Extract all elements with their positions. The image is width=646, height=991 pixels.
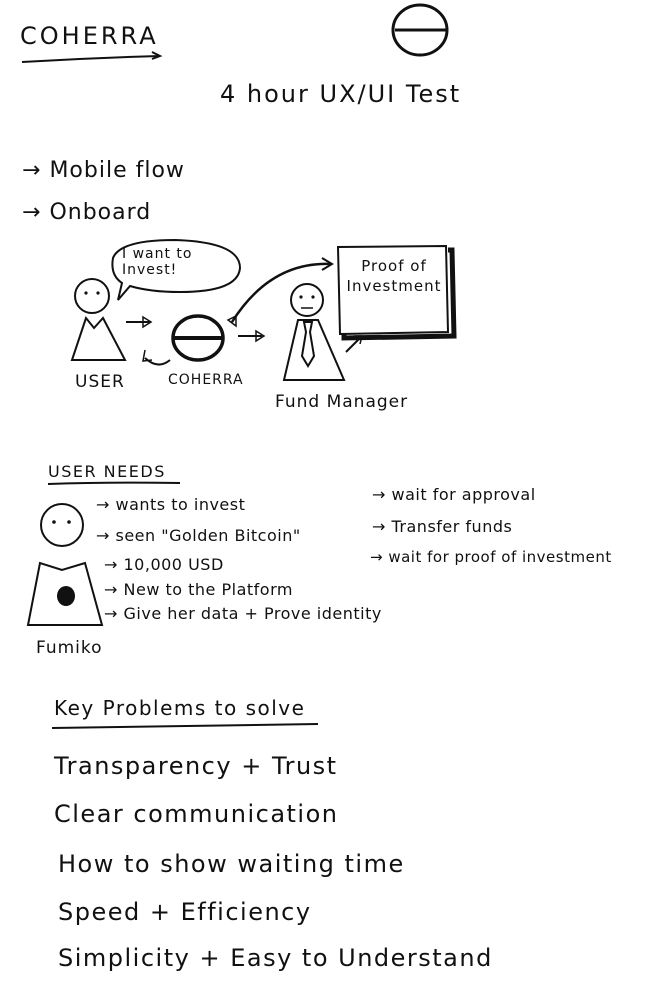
persona-fumiko-icon (26, 503, 104, 626)
need-text: wait for approval (391, 485, 536, 504)
need-text: New to the Platform (123, 580, 293, 599)
brand-name: COHERRA (20, 22, 159, 50)
problem-item: Transparency + Trust (54, 752, 338, 780)
page-title: 4 hour UX/UI Test (220, 80, 462, 108)
need-text: wait for proof of investment (388, 548, 612, 566)
speech-bubble (111, 238, 242, 301)
user-figure-icon (70, 278, 127, 361)
problem-item: How to show waiting time (58, 850, 405, 878)
speech-bubble-text: I want to Invest! (122, 246, 193, 278)
problems-underline (51, 723, 319, 729)
persona-name: Fumiko (36, 638, 103, 658)
need-item: → Give her data + Prove identity (104, 604, 382, 623)
coherra-logo-icon (171, 314, 225, 362)
brand-underline (21, 55, 161, 63)
need-item: → wait for proof of investment (370, 548, 612, 566)
problem-item: Simplicity + Easy to Understand (58, 944, 493, 972)
user-needs-underline (47, 481, 181, 485)
coherra-label: COHERRA (168, 372, 244, 388)
need-text: Give her data + Prove identity (123, 604, 382, 623)
problems-heading: Key Problems to solve (54, 696, 306, 720)
need-item: → wants to invest (96, 495, 246, 514)
problem-item: Speed + Efficiency (58, 898, 312, 926)
proof-label: Proof of Investment (346, 257, 442, 295)
need-item: → seen "Golden Bitcoin" (96, 526, 301, 545)
user-needs-heading: USER NEEDS (48, 462, 166, 481)
need-text: wants to invest (115, 495, 246, 514)
brand-logo-icon (391, 3, 449, 57)
need-text: 10,000 USD (123, 555, 224, 574)
focus-label: Mobile flow (49, 158, 185, 183)
focus-label: Onboard (49, 200, 152, 225)
need-text: Transfer funds (391, 517, 513, 536)
need-item: → wait for approval (372, 485, 536, 504)
need-item: → 10,000 USD (104, 555, 224, 574)
user-label: USER (75, 372, 125, 392)
fund-manager-figure-icon (282, 283, 346, 381)
need-item: → Transfer funds (372, 517, 513, 536)
problem-item: Clear communication (54, 800, 339, 828)
fund-manager-label: Fund Manager (275, 392, 409, 412)
proof-document-icon (336, 244, 457, 341)
focus-item-onboard: → Onboard (22, 200, 152, 225)
focus-item-mobile-flow: → Mobile flow (22, 158, 185, 183)
need-item: → New to the Platform (104, 580, 293, 599)
need-text: seen "Golden Bitcoin" (115, 526, 301, 545)
